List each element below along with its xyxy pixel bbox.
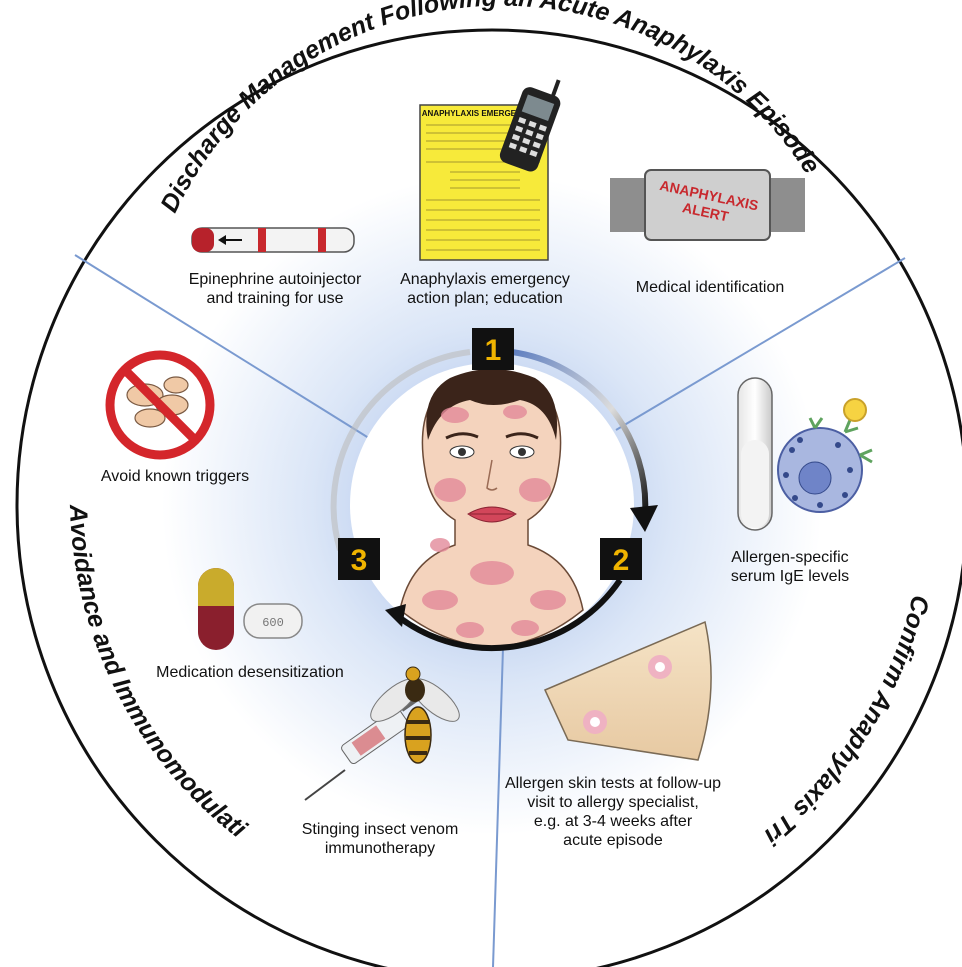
svg-text:3: 3 bbox=[351, 544, 368, 577]
step-badge-2: 2 bbox=[600, 538, 642, 580]
avoid-triggers-sign-illustration bbox=[110, 355, 210, 455]
svg-text:2: 2 bbox=[613, 544, 630, 577]
epinephrine-autoinjector-illustration bbox=[192, 228, 354, 252]
step-badge-1: 1 bbox=[472, 328, 514, 370]
label-desensitization: Medication desensitization bbox=[140, 663, 360, 682]
label-medical-id: Medical identification bbox=[610, 278, 810, 297]
label-avoid-triggers: Avoid known triggers bbox=[85, 467, 265, 486]
svg-text:1: 1 bbox=[485, 334, 502, 367]
svg-text:600: 600 bbox=[262, 616, 284, 630]
step-badge-3: 3 bbox=[338, 538, 380, 580]
medical-id-bracelet-illustration: ANAPHYLAXIS ALERT bbox=[610, 170, 805, 240]
